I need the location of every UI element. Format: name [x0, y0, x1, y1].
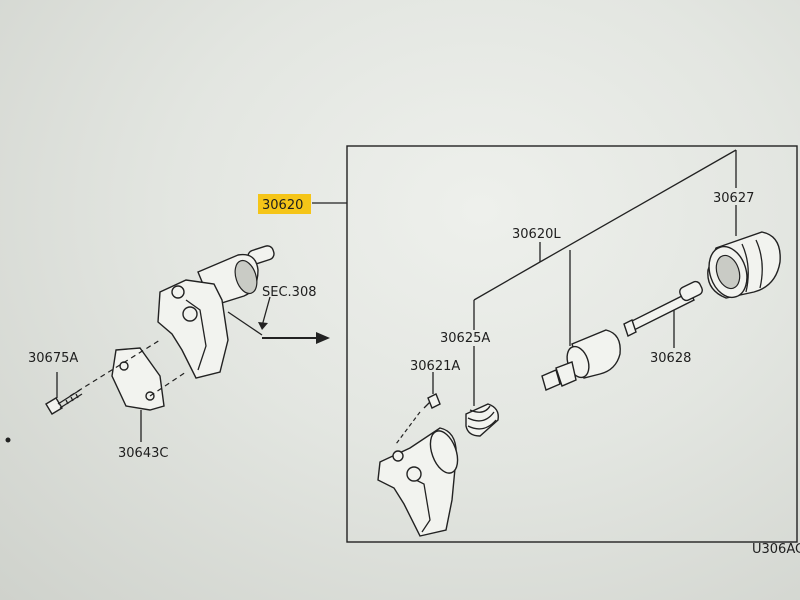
leader-sec	[261, 296, 271, 327]
label-push-rod: 30628	[650, 351, 691, 366]
push-rod-part	[623, 280, 703, 337]
label-plate: 30643C	[118, 446, 168, 461]
label-boot: 30627	[713, 191, 754, 206]
label-bolt: 30675A	[28, 351, 78, 366]
label-cylinder-assy: 30620L	[512, 227, 561, 242]
bolt-part	[45, 389, 83, 415]
label-figure-code: U306AC	[752, 542, 800, 557]
label-sec-ref: SEC.308	[262, 285, 317, 300]
label-bleeder: 30621A	[410, 359, 460, 374]
label-main-assembly: 30620	[262, 198, 303, 213]
slave-cylinder-housing-right	[377, 427, 459, 537]
detail-arrow-head	[316, 332, 330, 344]
assembly-leader-tree	[473, 149, 737, 346]
dashed-alignment-2	[149, 371, 187, 397]
stray-dot	[5, 437, 11, 443]
part-number-highlight	[258, 194, 311, 214]
bleeder-part	[423, 393, 441, 409]
sec-arrow-head	[258, 322, 268, 330]
piston-part	[541, 329, 621, 391]
mounting-plate	[111, 347, 165, 411]
detail-frame	[346, 145, 798, 543]
label-spring: 30625A	[440, 331, 490, 346]
bleeder-dashed	[395, 411, 421, 445]
boot-part	[707, 231, 781, 299]
slave-cylinder-assembly-left	[157, 245, 275, 379]
spring-part	[465, 403, 499, 437]
